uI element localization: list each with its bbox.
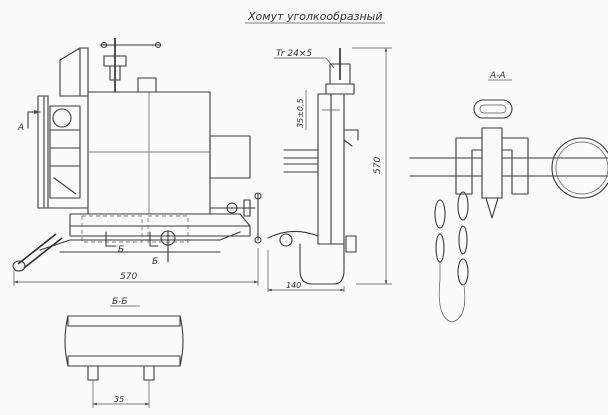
left-frame-post <box>37 95 49 209</box>
dimension-35-tolerance: 35±0,5 <box>296 98 305 128</box>
section-aa-clamp-hatched <box>455 137 529 195</box>
clamp-ring <box>52 108 72 128</box>
front-view: А Б Б 570 <box>12 38 262 286</box>
section-bb-leg-left <box>87 365 99 381</box>
side-eye-hole <box>279 233 293 247</box>
chain-left <box>434 199 446 280</box>
section-bb-top-bar <box>67 315 181 327</box>
dimension-570-vertical: 570 <box>373 157 383 174</box>
title-text: Хомут уголкообразный <box>247 10 383 23</box>
top-block <box>137 77 157 93</box>
section-mark-b-left: Б <box>118 245 124 255</box>
section-mark-a: А <box>17 123 24 133</box>
section-aa-handle-loop <box>473 99 513 119</box>
section-mark-b-right: Б <box>152 257 158 267</box>
section-aa-pipe-circle <box>551 137 608 199</box>
chain-center <box>457 191 469 286</box>
dimension-35-bottom: 35 <box>114 395 124 404</box>
bottom-plate <box>69 213 251 237</box>
section-aa-view: А-А <box>409 71 608 323</box>
diagonal-bar <box>17 233 57 265</box>
thread-label: Tr 24×5 <box>276 49 312 59</box>
section-bb-bottom-bar <box>67 355 181 367</box>
section-bb-title: Б-Б <box>112 297 128 307</box>
side-view: Tr 24×5 35±0, <box>267 47 392 292</box>
section-aa-title: А-А <box>489 71 506 81</box>
dimension-570-horizontal: 570 <box>120 272 137 282</box>
dimension-140: 140 <box>286 281 301 290</box>
section-bb-view: Б-Б 35 <box>64 297 184 408</box>
clamp-body <box>49 105 81 199</box>
drawing-title: Хомут уголкообразный <box>245 10 385 24</box>
section-bb-leg-right <box>143 365 155 381</box>
side-concrete-piece <box>209 135 251 179</box>
